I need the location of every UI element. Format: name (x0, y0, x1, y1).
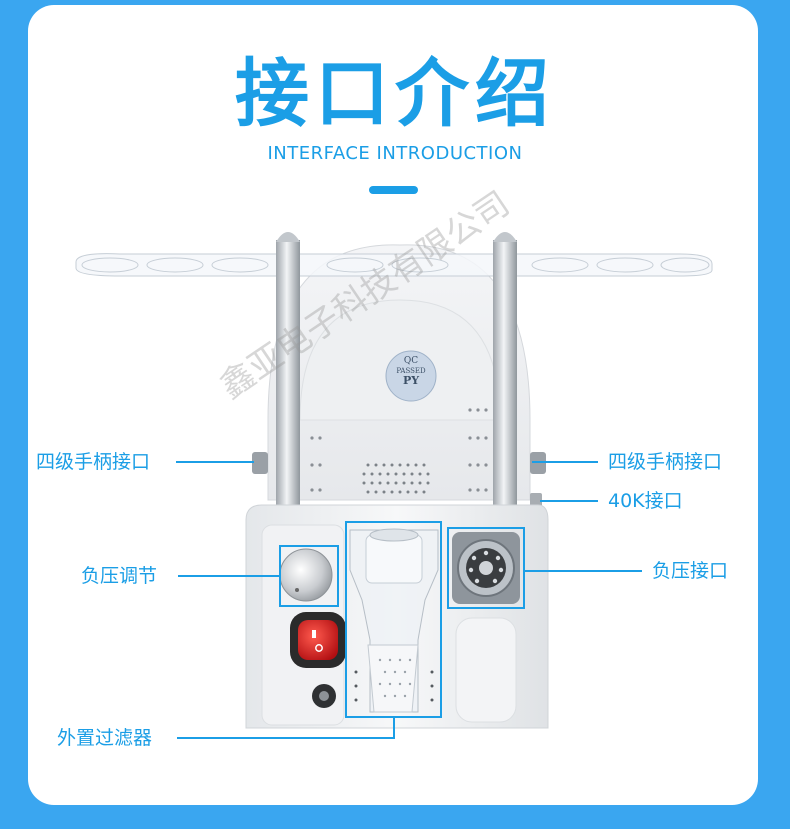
callout-line-port (524, 570, 642, 572)
callout-line-filter-vertical (393, 717, 395, 739)
page-title: 接口介绍 (235, 51, 555, 137)
label-40k-port: 40K接口 (608, 490, 683, 512)
qc-sticker: QC PASSED PY (389, 356, 433, 386)
title-underline (369, 186, 418, 194)
callout-line-filter (177, 737, 395, 739)
negative-pressure-port-highlight (447, 527, 525, 609)
callout-line-left-handle (176, 461, 254, 463)
qc-sticker-line1: QC (403, 356, 419, 366)
callout-line-right-handle (532, 461, 598, 463)
label-right-handle-port: 四级手柄接口 (608, 451, 723, 473)
label-external-filter: 外置过滤器 (57, 727, 153, 749)
qc-sticker-line3: PY (402, 374, 420, 387)
callout-line-40k (540, 500, 598, 502)
label-negative-pressure-adjust: 负压调节 (81, 565, 158, 587)
qc-sticker-line2: PASSED (396, 367, 426, 375)
callout-line-knob (178, 575, 280, 577)
label-negative-pressure-port: 负压接口 (652, 560, 729, 582)
filter-highlight (345, 521, 442, 718)
page-subtitle: INTERFACE INTRODUCTION (267, 143, 523, 164)
label-left-handle-port: 四级手柄接口 (36, 451, 151, 473)
negative-pressure-knob-highlight (279, 545, 339, 607)
